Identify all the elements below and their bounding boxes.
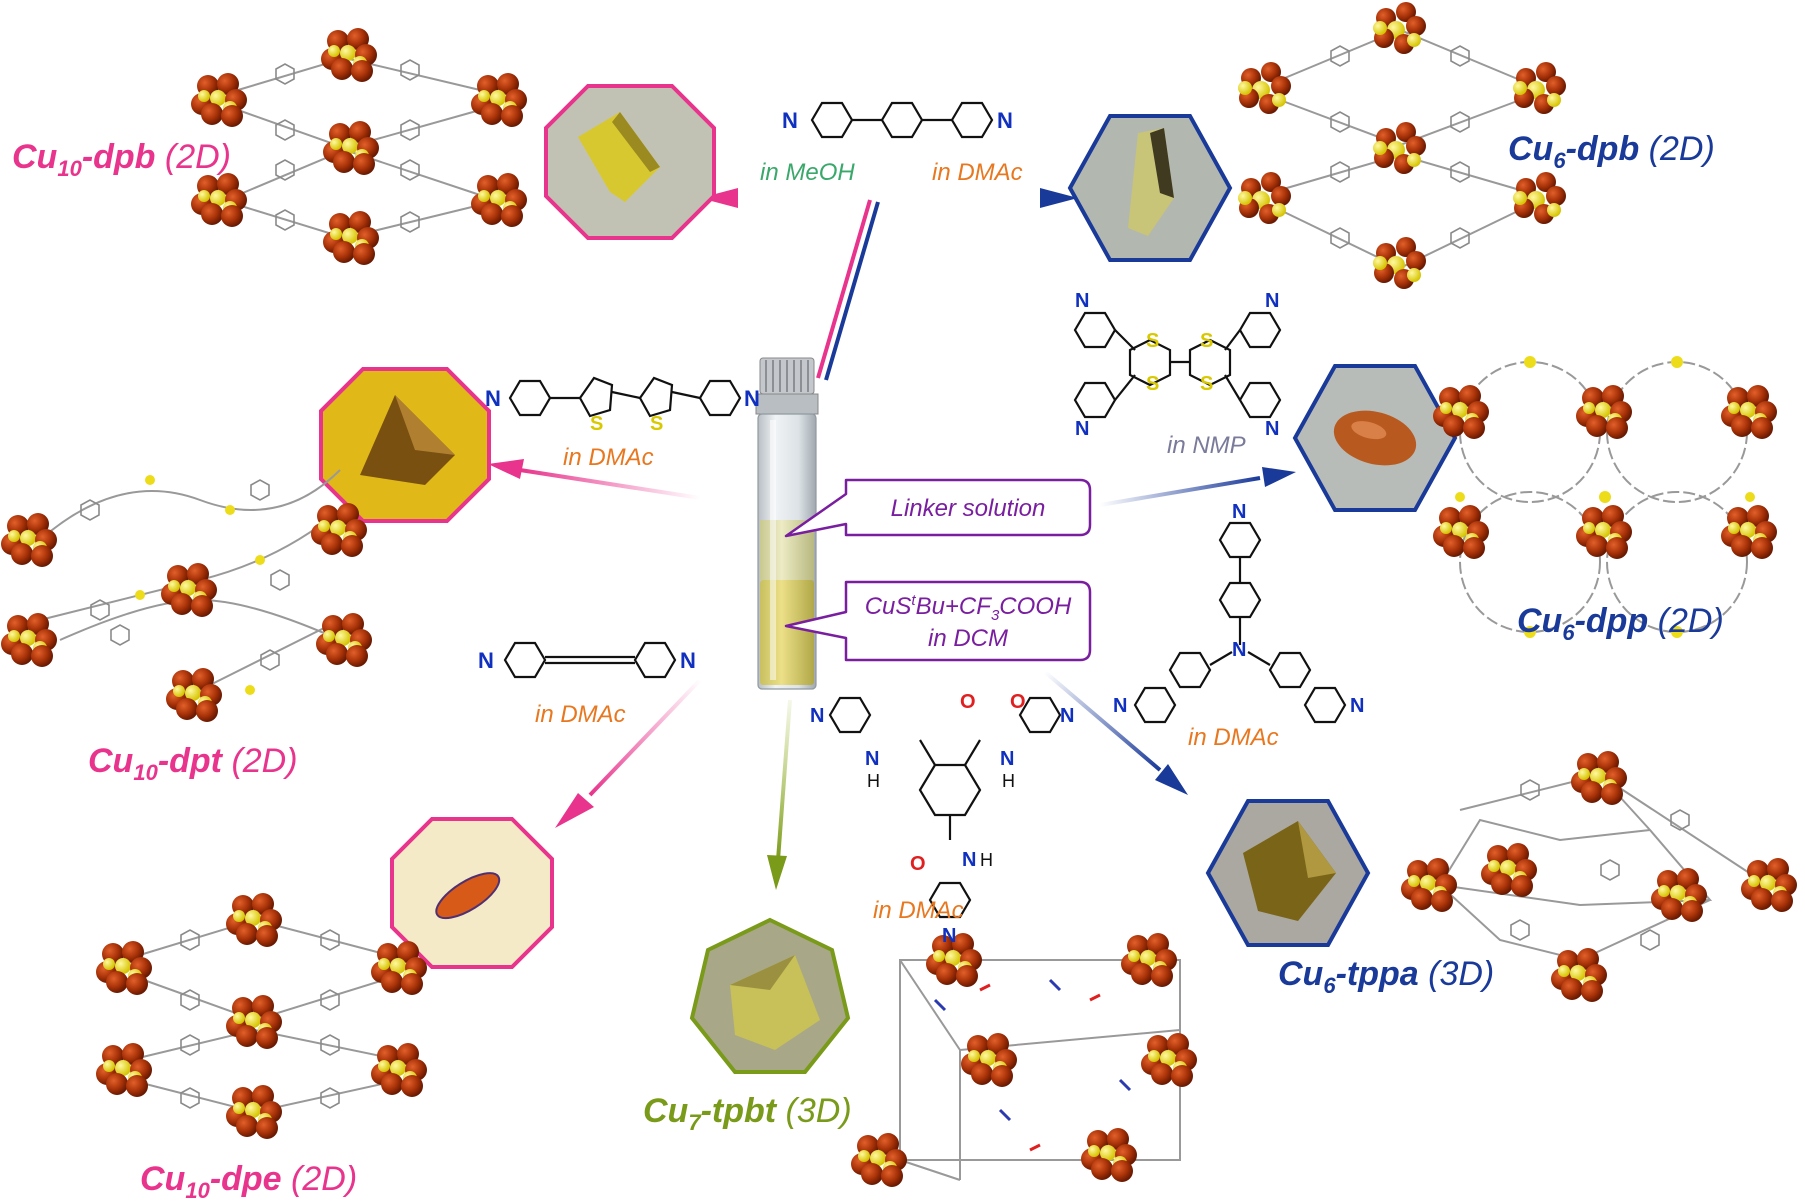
solvent-label-dpe: in DMAc bbox=[535, 701, 626, 728]
atom-n: N bbox=[782, 108, 798, 133]
product-label-cu10-dpt: Cu10-dpt (2D) bbox=[88, 742, 298, 785]
atom-n: N bbox=[1060, 705, 1074, 727]
structure-cu10-dpb bbox=[191, 28, 527, 265]
solvent-label-dpb-dmac: in DMAc bbox=[932, 159, 1023, 186]
molecule-tppa: N N N N bbox=[1113, 501, 1364, 724]
atom-n: N bbox=[1075, 418, 1089, 440]
product-label-cu10-dpe: Cu10-dpe (2D) bbox=[140, 1160, 357, 1202]
structure-cu10-dpt bbox=[1, 469, 372, 722]
atom-n: N bbox=[865, 748, 879, 770]
crystal-photo-cu6-tppa bbox=[1205, 799, 1371, 947]
structure-cu7-tpbt bbox=[851, 933, 1197, 1187]
atom-s: S bbox=[1146, 330, 1159, 352]
molecule-tpbt: O O O N H N H N H N N N bbox=[810, 691, 1074, 947]
atom-n: N bbox=[1000, 748, 1014, 770]
atom-h: H bbox=[1002, 771, 1015, 791]
atom-o: O bbox=[960, 691, 976, 713]
atom-n: N bbox=[962, 849, 976, 871]
crystal-photo-cu6-dpp bbox=[1292, 364, 1458, 512]
structure-cu6-dpp bbox=[1433, 356, 1777, 638]
product-label-cu6-dpb: Cu6-dpb (2D) bbox=[1508, 130, 1715, 173]
linker-solution-label: Linker solution bbox=[891, 495, 1046, 522]
atom-n: N bbox=[1232, 501, 1246, 523]
molecule-dpp: S S S S N N N N bbox=[1073, 290, 1282, 440]
atom-n: N bbox=[1232, 639, 1246, 661]
atom-n: N bbox=[942, 925, 956, 947]
linker-solution-callout: Linker solution bbox=[784, 478, 1092, 538]
crystal-photo-cu7-tpbt bbox=[689, 917, 851, 1074]
product-label-cu7-tpbt: Cu7-tpbt (3D) bbox=[643, 1092, 852, 1135]
reagent-label-line1: CuStBu+CF3COOH bbox=[865, 592, 1072, 624]
reagent-label-line2: in DCM bbox=[928, 625, 1008, 652]
atom-n: N bbox=[485, 386, 501, 411]
solvent-label-dpp: in NMP bbox=[1167, 432, 1246, 459]
molecule-dpb: N N bbox=[782, 101, 1013, 139]
atom-n: N bbox=[1113, 695, 1127, 717]
product-label-cu6-tppa: Cu6-tppa (3D) bbox=[1278, 955, 1494, 998]
product-label-cu10-dpb: Cu10-dpb (2D) bbox=[12, 138, 231, 181]
solvent-label-tpbt: in DMAc bbox=[873, 897, 964, 924]
reaction-vial bbox=[755, 357, 819, 690]
solvent-label-tppa: in DMAc bbox=[1188, 724, 1279, 751]
solvent-label-dpt: in DMAc bbox=[563, 444, 654, 471]
atom-n: N bbox=[478, 648, 494, 673]
structure-cu6-tppa bbox=[1401, 751, 1797, 1002]
reagent-callout: CuStBu+CF3COOH in DCM bbox=[784, 580, 1092, 662]
atom-n: N bbox=[1075, 290, 1089, 312]
solvent-label-meoh: in MeOH bbox=[760, 159, 855, 186]
molecule-dpe: N N bbox=[478, 641, 696, 679]
atom-s: S bbox=[1146, 373, 1159, 395]
atom-o: O bbox=[1010, 691, 1026, 713]
product-label-cu6-dpp: Cu6-dpp (2D) bbox=[1517, 602, 1724, 645]
structure-cu10-dpe bbox=[96, 893, 427, 1139]
atom-h: H bbox=[867, 771, 880, 791]
crystal-photo-cu6-dpb bbox=[1067, 114, 1233, 262]
atom-n: N bbox=[1265, 418, 1279, 440]
atom-o: O bbox=[910, 853, 926, 875]
molecule-dpt: N N S S bbox=[485, 376, 760, 435]
atom-n: N bbox=[810, 705, 824, 727]
atom-n: N bbox=[680, 648, 696, 673]
crystal-photo-cu10-dpt bbox=[319, 367, 491, 523]
atom-h: H bbox=[980, 850, 993, 870]
atom-n: N bbox=[997, 108, 1013, 133]
structure-cu6-dpb bbox=[1238, 2, 1566, 289]
atom-s: S bbox=[1200, 330, 1213, 352]
crystal-photo-cu10-dpe bbox=[390, 817, 554, 969]
reaction-arrows bbox=[488, 188, 1296, 890]
atom-s: S bbox=[650, 413, 663, 435]
atom-s: S bbox=[1200, 373, 1213, 395]
atom-n: N bbox=[1265, 290, 1279, 312]
crystal-photo-cu10-dpb bbox=[544, 84, 716, 240]
atom-s: S bbox=[590, 413, 603, 435]
atom-n: N bbox=[744, 386, 760, 411]
atom-n: N bbox=[1350, 695, 1364, 717]
